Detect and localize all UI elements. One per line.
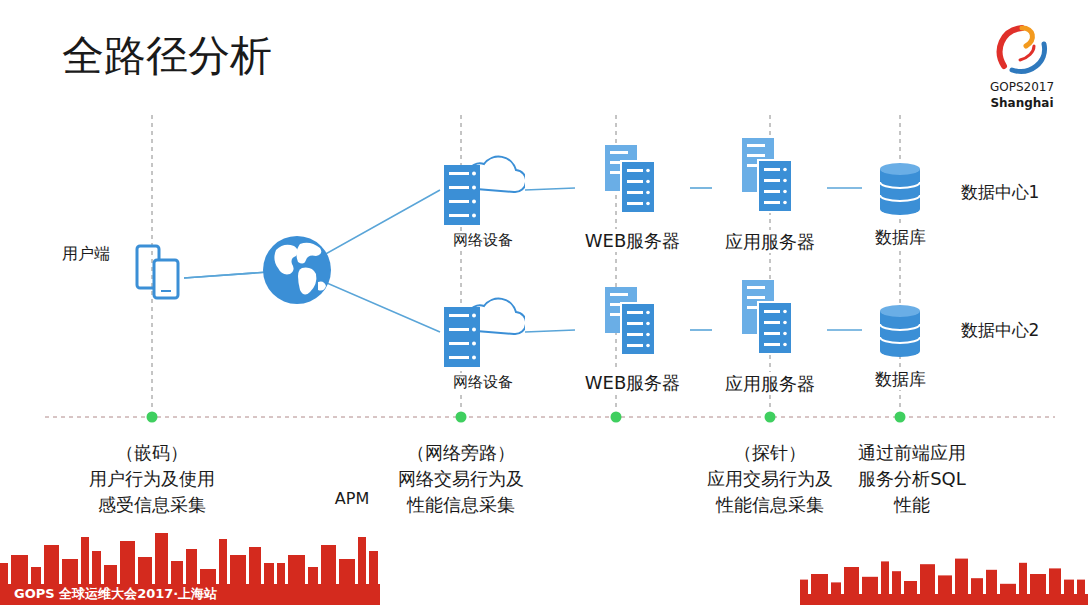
server-icon <box>597 287 667 363</box>
node-label: 用户端 <box>62 244 110 265</box>
icon-node: WEB服务器 <box>575 145 690 255</box>
connector-line <box>690 329 712 331</box>
icon-node: 数据库 <box>862 304 938 396</box>
annotation-text: 网络交易行为及 性能信息采集 <box>391 466 531 518</box>
annotation-text: 应用交易行为及 性能信息采集 <box>700 466 840 518</box>
server-icon <box>734 280 804 356</box>
connector-line <box>827 329 862 331</box>
database-icon <box>877 304 923 360</box>
node-label: 数据库 <box>873 226 928 248</box>
annotation-text: APM <box>322 487 382 510</box>
logo-text: GOPS2017 <box>980 79 1064 96</box>
annotation-text: （探针） <box>695 440 845 466</box>
node-label: 数据库 <box>873 368 928 390</box>
annotation-text: （网络旁路） <box>386 440 536 466</box>
probe-dots <box>147 412 906 423</box>
node-label: 网络设备 <box>451 373 515 393</box>
icon-node: 应用服务器 <box>712 280 827 400</box>
event-logo <box>1000 28 1045 71</box>
connector-line <box>525 188 575 190</box>
node-label: 应用服务器 <box>723 230 817 253</box>
skyline-footer <box>0 533 1088 605</box>
icon-node: 应用服务器 <box>712 138 827 258</box>
icon-node: 网络设备 <box>440 145 525 255</box>
annotation-text: 数据中心2 <box>952 318 1048 343</box>
logo-text: Shanghai <box>980 95 1064 112</box>
dashed-guides <box>45 115 1055 417</box>
network-device-icon <box>440 287 525 369</box>
node-label: 网络设备 <box>451 231 515 251</box>
connector-line <box>525 330 575 332</box>
device-icon <box>134 240 184 302</box>
database-icon <box>877 162 923 218</box>
connector-line <box>827 187 862 189</box>
annotation-text: 用户行为及使用 感受信息采集 <box>82 466 222 518</box>
node-label: WEB服务器 <box>583 371 683 394</box>
connector-line <box>690 187 712 189</box>
annotation-text: 通过前端应用 服务分析SQL 性能 <box>851 440 973 518</box>
icon-node: 数据库 <box>862 162 938 254</box>
globe-icon <box>263 236 331 304</box>
slide-title: 全路径分析 <box>62 26 272 87</box>
node-label: WEB服务器 <box>583 229 683 252</box>
icon-node: 网络设备 <box>440 287 525 397</box>
network-device-icon <box>440 145 525 227</box>
annotation-text: 数据中心1 <box>952 180 1048 205</box>
annotation-text: （嵌码） <box>77 440 227 466</box>
server-icon <box>597 145 667 221</box>
icon-node: 用户端 <box>62 238 184 302</box>
icon-node: WEB服务器 <box>575 287 690 397</box>
footer-text: GOPS 全球运维大会2017·上海站 <box>14 585 374 604</box>
server-icon <box>734 138 804 214</box>
node-label: 应用服务器 <box>723 372 817 395</box>
